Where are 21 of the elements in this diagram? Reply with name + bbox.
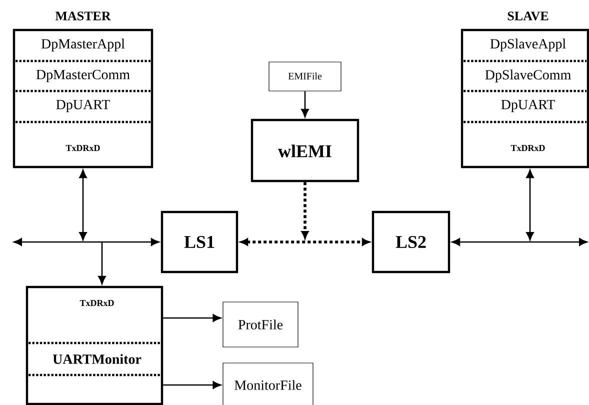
- arrow: [79, 170, 87, 240]
- process-box: LS1: [160, 210, 238, 274]
- file-box: MonitorFile: [222, 362, 314, 405]
- node-label: MASTER: [55, 12, 111, 20]
- node-label: SLAVE: [508, 12, 548, 20]
- stack-box: SLAVE DpSlaveAppl DpSlaveComm DpUART TxDRxD: [460, 12, 589, 168]
- arrow: [301, 182, 309, 239]
- file-box: ProtFile: [222, 302, 298, 348]
- process-box: LS2: [372, 210, 450, 274]
- arrow: [301, 91, 309, 118]
- arrow: [163, 381, 222, 389]
- arrow: [98, 242, 106, 284]
- arrow: [452, 238, 588, 246]
- arrow: [240, 238, 370, 246]
- stack-box: MASTER DpMasterAppl DpMasterComm DpUART TxDRxD: [12, 12, 154, 168]
- process-box: wlEMI: [250, 118, 360, 182]
- monitor-box: TxDRxD UARTMonitor: [26, 286, 164, 405]
- file-box: EMIFile: [268, 62, 342, 92]
- arrow: [14, 238, 160, 246]
- arrow: [526, 170, 534, 240]
- arrow: [163, 314, 222, 322]
